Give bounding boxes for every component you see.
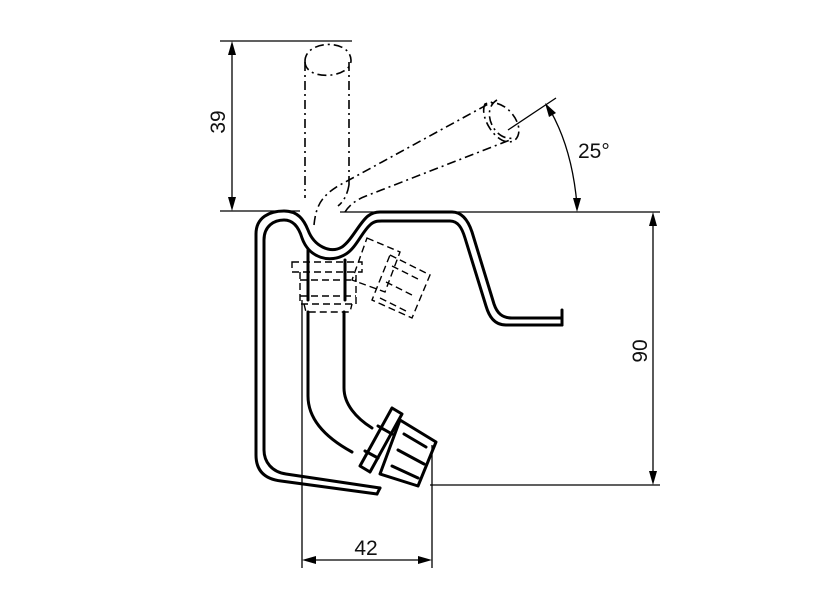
- dimension-39-label: 39: [207, 110, 230, 133]
- tube-tilted-phantom: [313, 99, 520, 226]
- bracket-clip: [254, 209, 564, 496]
- dimension-39: [220, 40, 352, 212]
- dimension-angle-label: 25°: [578, 140, 610, 163]
- nut-solid: [358, 406, 438, 488]
- dimension-42: [301, 300, 433, 568]
- dimension-90-label: 90: [629, 339, 652, 362]
- tube-upright-phantom: [304, 43, 352, 198]
- tube-solid: [306, 248, 374, 454]
- dimension-90: [430, 212, 660, 486]
- dimension-42-label: 42: [354, 537, 377, 560]
- nut-tilted-phantom: [351, 237, 431, 319]
- dimension-angle: [340, 97, 660, 213]
- nut-straight-phantom: [291, 261, 363, 313]
